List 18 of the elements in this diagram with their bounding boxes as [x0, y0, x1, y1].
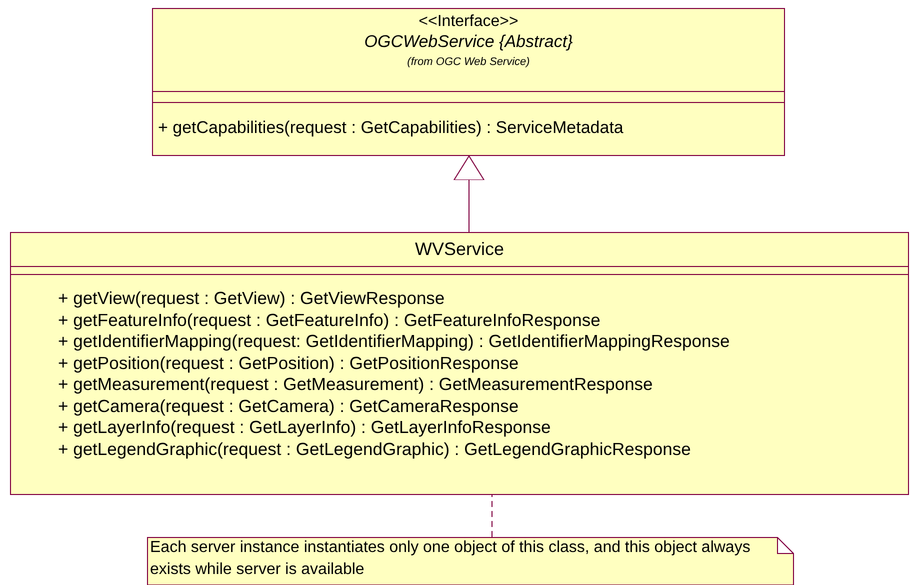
class-box [10, 232, 909, 495]
generalization-arrow [454, 156, 484, 232]
class-name: WVService [414, 240, 505, 260]
operation-text: + getMeasurement(request : GetMeasurement) : GetMeasurementResponse [58, 375, 653, 394]
class-name: OGCWebService {Abstract} [363, 33, 574, 52]
operation-text: + getCapabilities(request : GetCapabilities) : ServiceMetadata [158, 119, 624, 138]
operation-text: + getLayerInfo(request : GetLayerInfo) : GetLayerInfoResponse [58, 418, 551, 438]
operation-text: + getView(request : GetView) : GetViewResponse [58, 289, 445, 308]
operation-text: + getCamera(request : GetCamera) : GetCameraResponse [58, 396, 519, 416]
operation-text: + getLegendGraphic(request : GetLegendGraphic) : GetLegendGraphicResponse [58, 440, 691, 459]
note-text: Each server instance instantiates only one object of this class, and this object always exists while server is available [150, 538, 752, 580]
note [147, 537, 794, 585]
operation-text: + getPosition(request : GetPosition) : GetPositionResponse [58, 354, 519, 373]
operation-text: + getFeatureInfo(request : GetFeatureInfo) : GetFeatureInfoResponse [58, 310, 600, 330]
class-box [152, 8, 785, 156]
package-note: (from OGC Web Service) [406, 56, 531, 68]
operation-text: + getIdentifierMapping(request: GetIdentifierMapping) : GetIdentifierMappingResponse [58, 332, 730, 352]
stereotype-text: <<Interface>> [418, 13, 520, 31]
